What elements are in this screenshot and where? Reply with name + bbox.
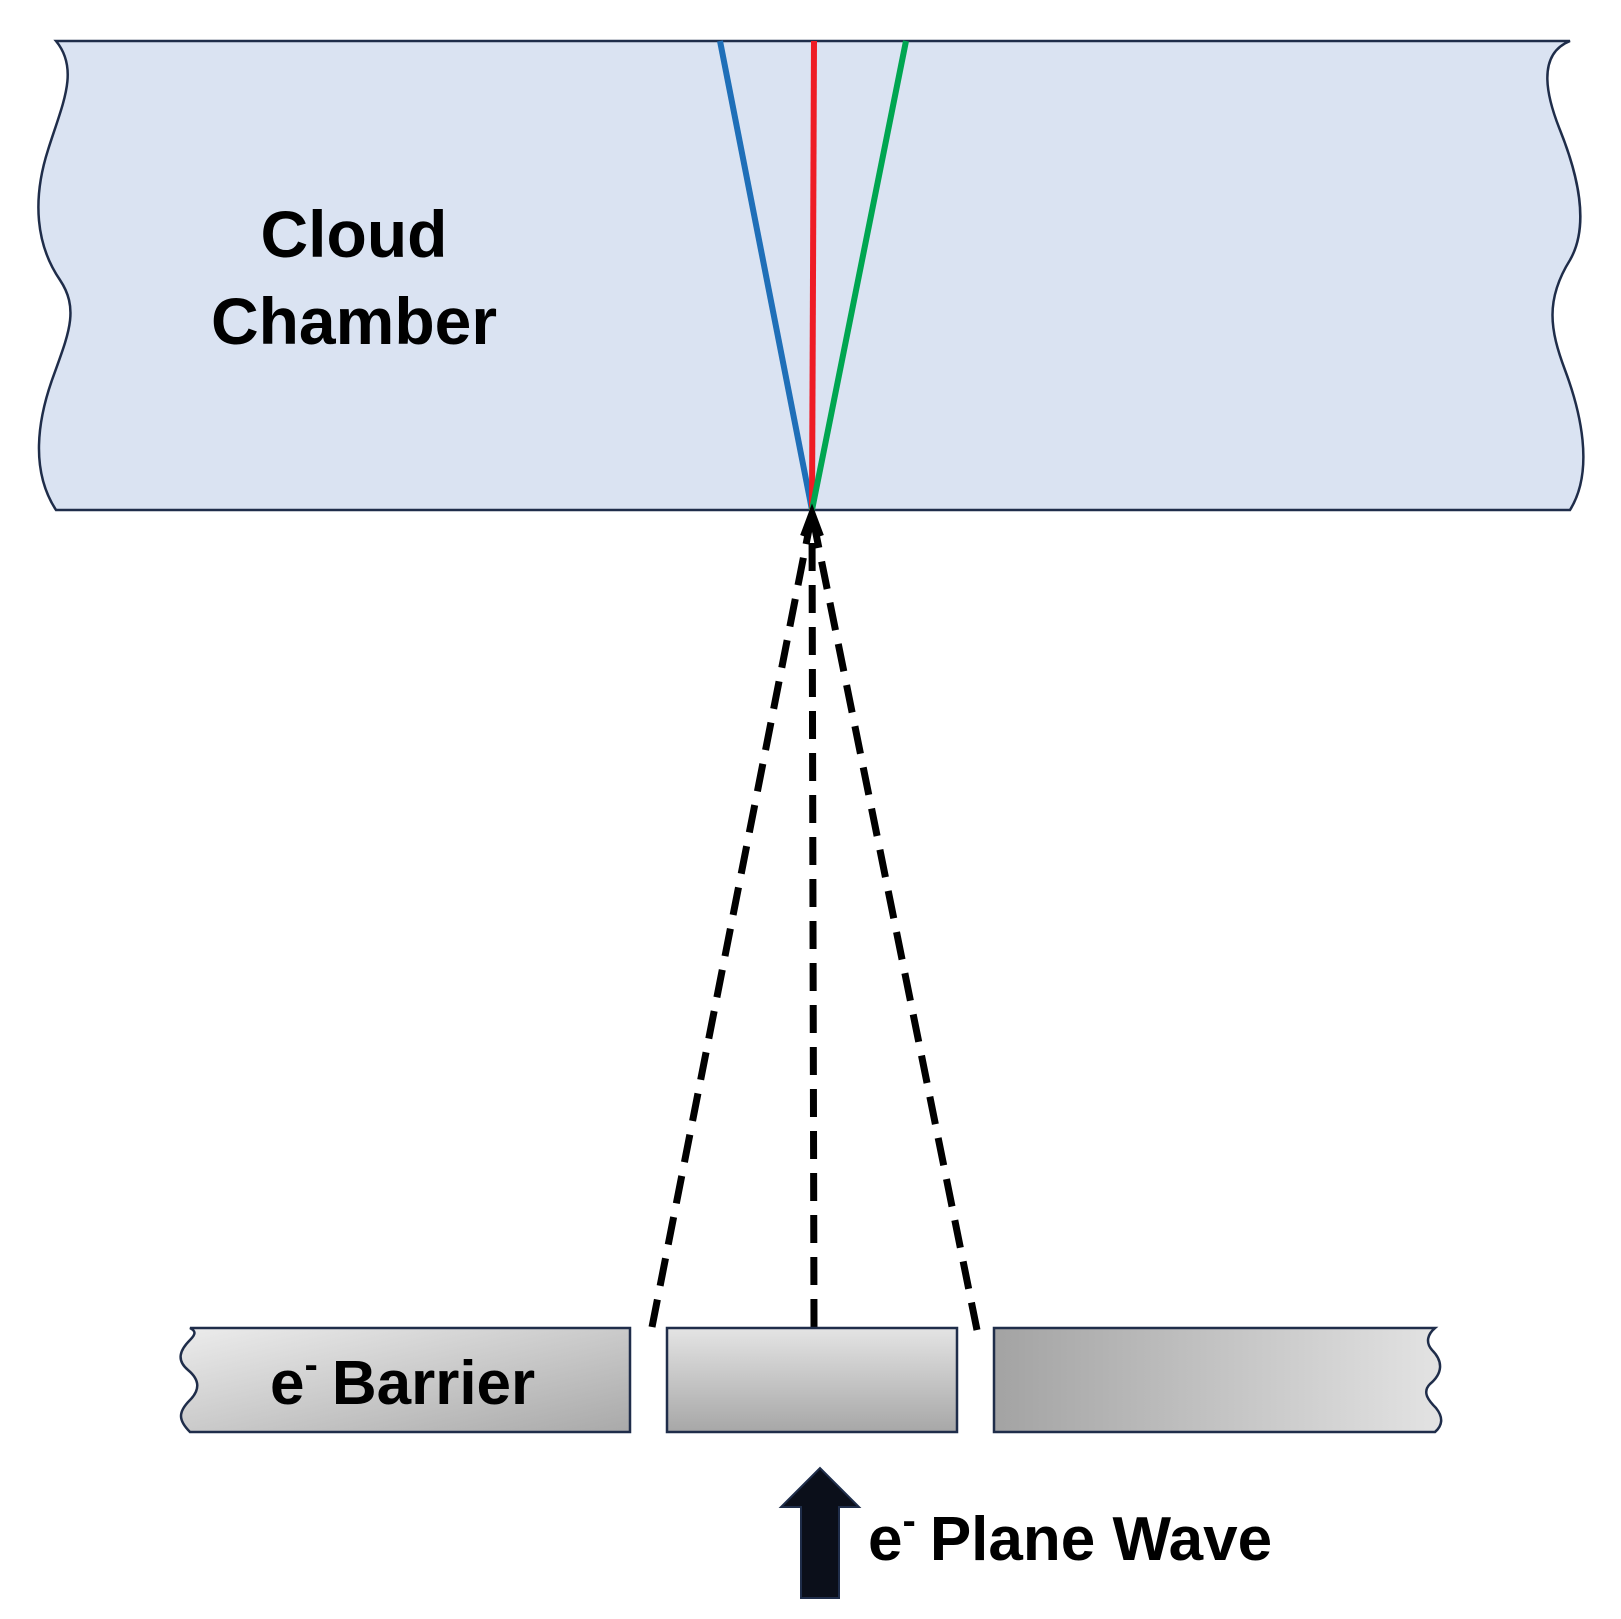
path-arrowhead <box>800 503 824 538</box>
barrier-superscript: - <box>304 1343 317 1387</box>
track-green <box>809 40 909 511</box>
plane-wave-label: e-Plane Wave <box>868 1499 1272 1574</box>
cloud-chamber-line2: Chamber <box>211 284 497 358</box>
path-right <box>808 513 981 1331</box>
barrier-middle-segment <box>665 1326 959 1434</box>
path-center <box>808 513 818 1328</box>
barrier-right-segment <box>992 1326 1443 1434</box>
cloud-chamber-label-2: Chamber <box>211 284 497 358</box>
plane-wave-symbol: e <box>868 1505 902 1574</box>
cloud-chamber-label: Cloud <box>261 197 448 271</box>
barrier-left-segment <box>179 1326 632 1434</box>
plane-wave-word: Plane Wave <box>930 1505 1272 1574</box>
plane-wave-superscript: - <box>902 1499 915 1543</box>
cloud-chamber-line1: Cloud <box>261 197 448 271</box>
path-left <box>648 513 816 1328</box>
barrier-word: Barrier <box>332 1349 535 1418</box>
barrier-symbol: e <box>270 1349 304 1418</box>
possible-paths <box>648 513 981 1331</box>
barrier-label: e-Barrier <box>270 1343 535 1418</box>
track-blue <box>717 40 815 511</box>
track-red <box>809 40 817 511</box>
plane-wave-arrow-icon <box>778 1466 862 1599</box>
